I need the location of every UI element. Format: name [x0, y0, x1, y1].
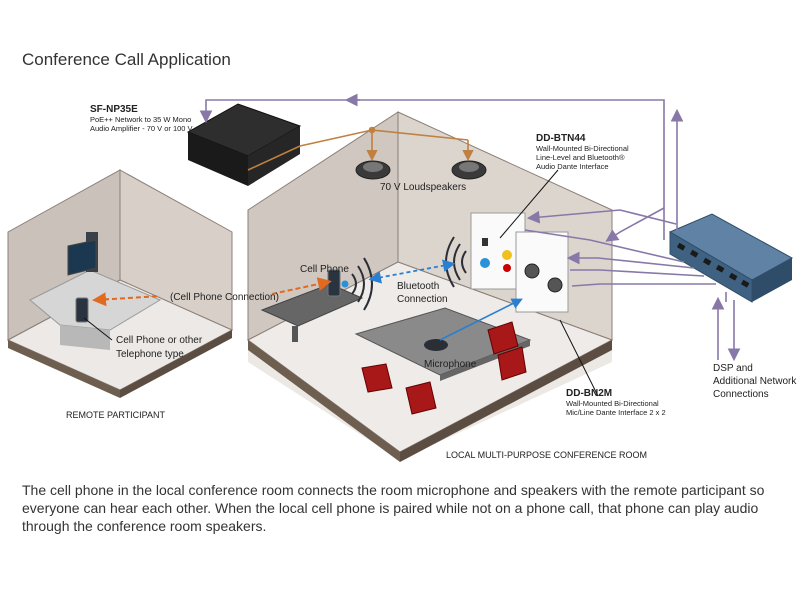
- bluetooth-label-line-1: Bluetooth: [397, 281, 439, 292]
- local-room-label: LOCAL MULTI-PURPOSE CONFERENCE ROOM: [446, 450, 647, 460]
- amp-desc-line-1: PoE++ Network to 35 W Mono: [90, 115, 191, 124]
- btn44-model-label: DD-BTN44: [536, 133, 586, 144]
- leader-lines: [83, 169, 599, 397]
- bn2m-desc-line-1: Wall-Mounted Bi-Directional: [566, 399, 659, 408]
- cell-phone-label: Cell Phone: [300, 264, 349, 275]
- speaker-lines: [247, 126, 474, 171]
- bluetooth-label-line-2: Connection: [397, 294, 448, 305]
- btn44-desc-line-1: Wall-Mounted Bi-Directional: [536, 144, 629, 153]
- network-switch: [668, 213, 794, 303]
- remote-phone-label-line-2: Telephone type: [116, 349, 184, 360]
- page-caption: The cell phone in the local conference r…: [22, 482, 765, 534]
- mic-link: [439, 298, 523, 341]
- amp-model-label: SF-NP35E: [90, 104, 138, 115]
- remote-participant-label: REMOTE PARTICIPANT: [66, 410, 166, 420]
- cell-connection-label: (Cell Phone Connection): [170, 292, 279, 303]
- btn44-desc-line-2: Line-Level and Bluetooth®: [536, 153, 625, 162]
- remote-room: [6, 169, 234, 398]
- amplifier-unit: [186, 103, 302, 186]
- dsp-label-line-2: Additional Network: [713, 376, 797, 387]
- loudspeakers-label: 70 V Loudspeakers: [380, 182, 466, 193]
- dsp-label-line-3: Connections: [713, 389, 769, 400]
- cell-phone-link: [92, 277, 332, 307]
- bn2m-desc-line-2: Mic/Line Dante Interface 2 x 2: [566, 408, 666, 417]
- amp-desc-line-2: Audio Amplifier - 70 V or 100 V: [90, 124, 193, 133]
- remote-phone-label-line-1: Cell Phone or other: [116, 335, 203, 346]
- local-room: [247, 111, 614, 462]
- dsp-label-line-1: DSP and: [713, 363, 753, 374]
- bn2m-model-label: DD-BN2M: [566, 388, 612, 399]
- network-lines: [199, 93, 741, 362]
- page-title: Conference Call Application: [22, 50, 231, 69]
- btn44-desc-line-3: Audio Dante Interface: [536, 162, 609, 171]
- microphone-label: Microphone: [424, 359, 477, 370]
